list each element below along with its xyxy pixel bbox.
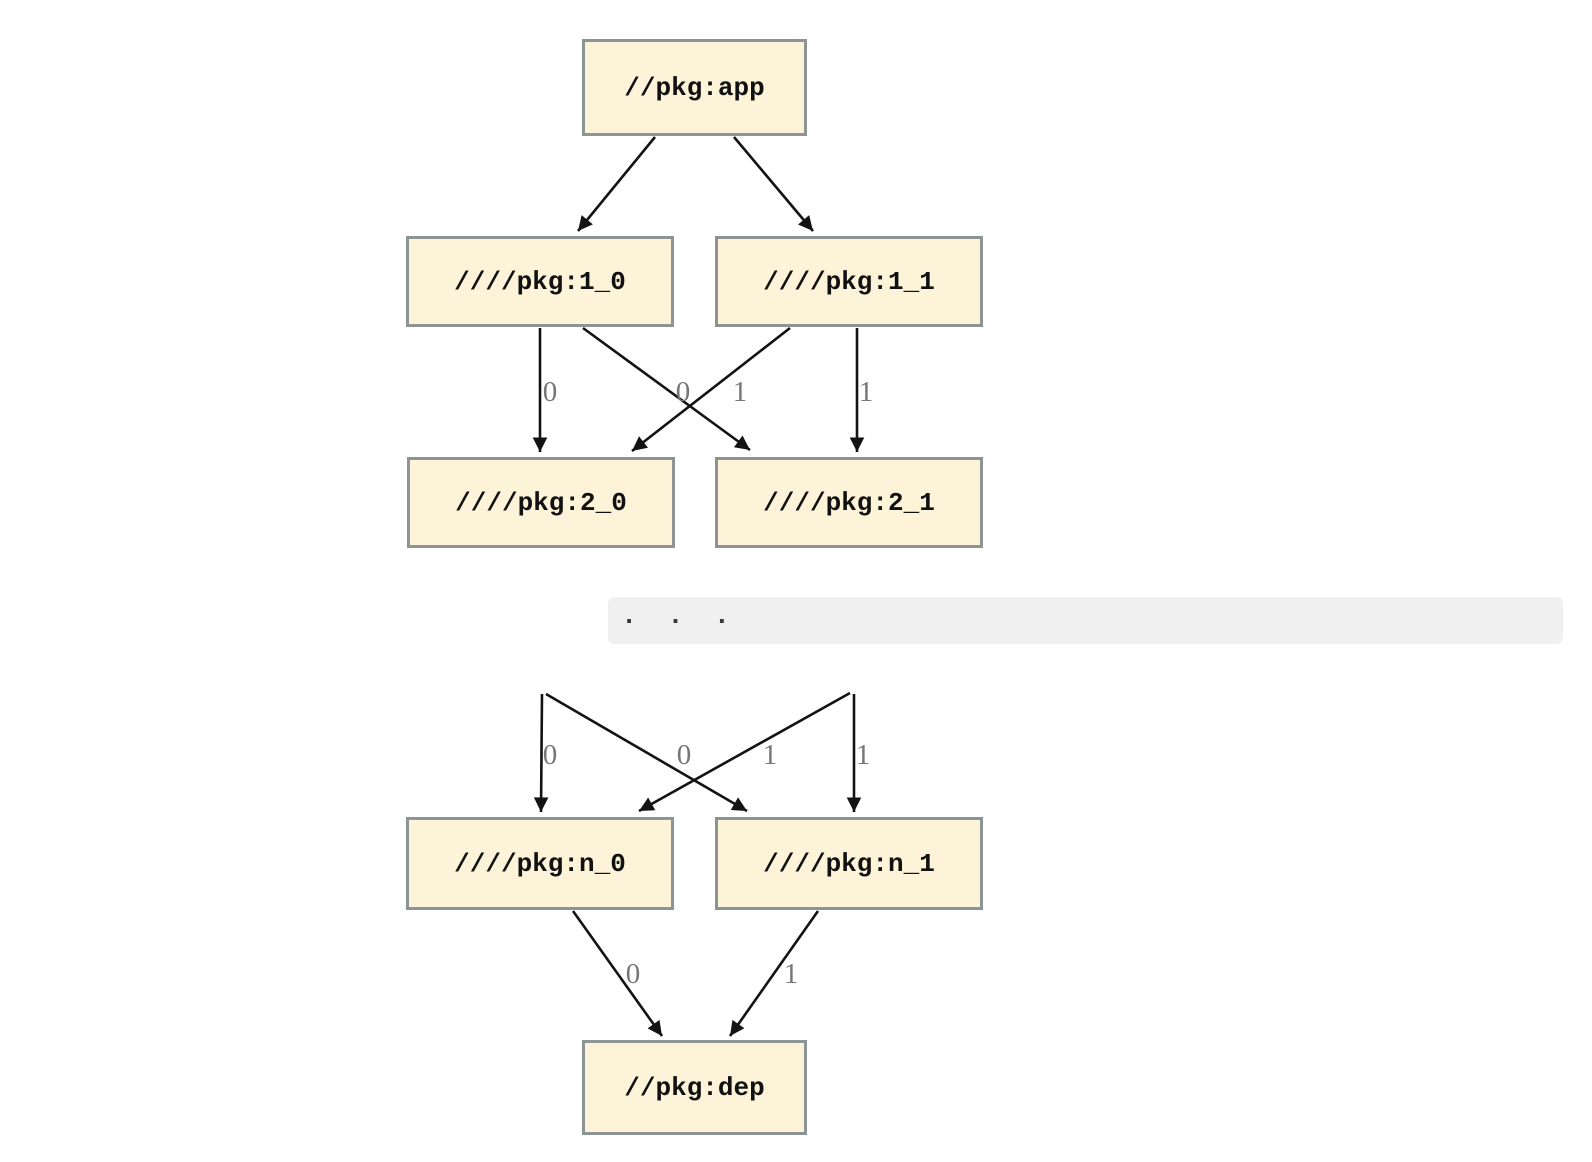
node-label-2_1: ////pkg:2_1 [763,487,935,518]
node-label-n_1: ////pkg:n_1 [763,848,935,879]
node-1_0: ////pkg:1_0 [406,236,674,327]
edge-1_1-to-2_0 [631,326,791,453]
node-2_1: ////pkg:2_1 [715,457,983,548]
edge-1_0-to-2_1 [582,326,751,452]
node-label-app: //pkg:app [624,72,765,103]
edge-elided-left-to-n_1 [545,692,748,813]
edge-label-elided-right-to-n_0: 0 [677,739,692,771]
node-2_0: ////pkg:2_0 [407,457,675,548]
ellipsis-text: . . . [621,601,738,632]
edge-label-elided-left-to-n_1: 1 [763,739,778,771]
edge-n_0-to-dep [571,910,664,1037]
edge-app-to-1_1 [733,136,814,232]
edge-app-to-1_0 [576,136,657,232]
edge-label-n_0-to-dep: 0 [626,958,641,990]
edge-label-1_0-to-2_1: 1 [733,376,748,408]
node-label-dep: //pkg:dep [624,1072,765,1103]
node-label-2_0: ////pkg:2_0 [455,487,627,518]
edge-label-elided-right-to-n_1: 1 [856,739,871,771]
edge-n_1-to-dep [728,910,820,1037]
node-n_1: ////pkg:n_1 [715,817,983,910]
node-dep: //pkg:dep [582,1040,807,1135]
node-1_1: ////pkg:1_1 [715,236,983,327]
edge-label-1_1-to-2_0: 0 [676,376,691,408]
ellipsis-code-block: . . . [608,597,1563,644]
node-label-n_0: ////pkg:n_0 [454,848,626,879]
node-label-1_1: ////pkg:1_1 [763,266,935,297]
node-label-1_0: ////pkg:1_0 [454,266,626,297]
edge-label-n_1-to-dep: 1 [784,958,799,990]
node-n_0: ////pkg:n_0 [406,817,674,910]
edge-elided-left-to-n_0 [533,693,549,813]
edge-label-1_1-to-2_1: 1 [859,376,874,408]
edge-label-elided-left-to-n_0: 0 [543,739,558,771]
node-app: //pkg:app [582,39,807,136]
edge-label-1_0-to-2_0: 0 [543,376,558,408]
edge-elided-right-to-n_0 [638,691,851,813]
